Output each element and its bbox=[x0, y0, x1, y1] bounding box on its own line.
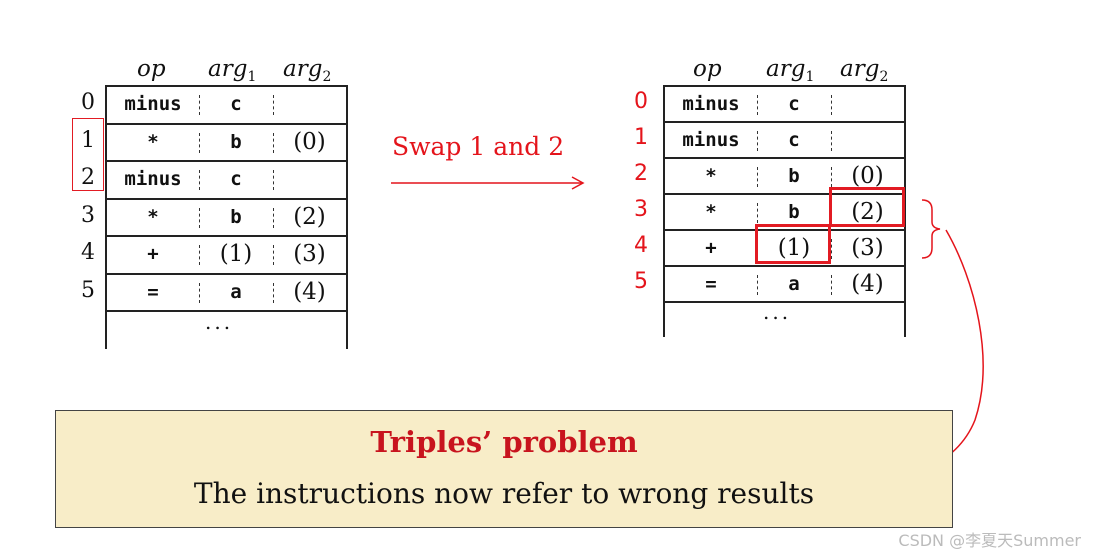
column-separator bbox=[757, 167, 758, 187]
column-separator bbox=[199, 282, 200, 303]
header-op: op bbox=[693, 56, 722, 82]
row-index: 3 bbox=[634, 197, 648, 222]
row-index: 0 bbox=[634, 89, 648, 114]
cell-arg2: (2) bbox=[851, 199, 884, 225]
table-row: minus c bbox=[665, 87, 904, 123]
cell-arg2: (4) bbox=[293, 278, 326, 305]
cell-arg1: b bbox=[788, 201, 800, 223]
cell-arg1: (1) bbox=[219, 241, 253, 267]
column-separator bbox=[273, 207, 274, 228]
table-row: minus c bbox=[665, 123, 904, 159]
cell-op: minus bbox=[682, 129, 740, 151]
cell-arg1: b bbox=[230, 205, 242, 228]
watermark: CSDN @李夏天Summer bbox=[898, 531, 1081, 550]
table-row: minus c bbox=[107, 87, 346, 125]
cell-arg1: c bbox=[230, 168, 242, 190]
table-row: = a (4) bbox=[665, 267, 904, 303]
cell-op: minus bbox=[682, 93, 740, 115]
left-grid: minus c * b (0) minus c * b (2) + (1) (3) = a (4) bbox=[105, 85, 348, 349]
cell-arg1: (1) bbox=[777, 235, 811, 261]
header-arg1: arg1 bbox=[766, 56, 815, 85]
row-index: 2 bbox=[81, 165, 95, 190]
column-separator bbox=[273, 282, 274, 303]
right-grid: minus c minus c * b (0) * b (2) + (1) (3) = a (4) bbox=[663, 85, 906, 337]
cell-op: minus bbox=[124, 93, 182, 115]
column-separator bbox=[757, 131, 758, 151]
cell-op: * bbox=[705, 165, 717, 187]
row-index: 3 bbox=[81, 202, 95, 228]
cell-arg1: c bbox=[788, 93, 800, 115]
column-separator bbox=[757, 203, 758, 223]
cell-arg2: (4) bbox=[851, 271, 884, 297]
table-row: + (1) (3) bbox=[107, 237, 346, 275]
cell-arg1: a bbox=[788, 273, 800, 295]
header-op: op bbox=[137, 56, 166, 82]
column-separator bbox=[831, 131, 832, 151]
row-index: 0 bbox=[81, 90, 95, 115]
right-brace bbox=[921, 199, 941, 259]
column-separator bbox=[757, 95, 758, 115]
cell-arg2: (3) bbox=[851, 235, 884, 261]
column-separator bbox=[273, 95, 274, 115]
wrong-ref-box-arg1-row4 bbox=[755, 224, 831, 264]
cell-arg1: b bbox=[230, 130, 242, 153]
cell-op: minus bbox=[124, 168, 182, 190]
table-row: * b (0) bbox=[665, 159, 904, 195]
header-arg1: arg1 bbox=[208, 56, 257, 85]
cell-arg2: (3) bbox=[293, 241, 326, 267]
row-index: 4 bbox=[634, 233, 648, 258]
table-row: + (1) (3) bbox=[665, 231, 904, 267]
row-index: 1 bbox=[634, 125, 648, 150]
column-separator bbox=[273, 132, 274, 153]
cell-op: * bbox=[705, 201, 717, 223]
cell-arg1: b bbox=[788, 165, 800, 187]
swap-arrow bbox=[391, 176, 585, 190]
column-separator bbox=[831, 275, 832, 295]
cell-op: = bbox=[705, 273, 717, 295]
column-separator bbox=[199, 132, 200, 153]
cell-op: * bbox=[147, 130, 159, 153]
cell-op: * bbox=[147, 205, 159, 228]
row-index: 2 bbox=[634, 161, 648, 186]
row-index: 4 bbox=[81, 240, 95, 265]
column-separator bbox=[199, 170, 200, 190]
cell-arg2: (2) bbox=[293, 203, 326, 230]
table-row: * b (2) bbox=[107, 200, 346, 237]
header-arg2: arg2 bbox=[283, 56, 332, 85]
cell-op: + bbox=[147, 243, 159, 265]
swap-label: Swap 1 and 2 bbox=[392, 132, 565, 161]
column-separator bbox=[273, 170, 274, 190]
cell-arg2: (0) bbox=[851, 163, 884, 189]
note-title: Triples’ problem bbox=[370, 425, 638, 459]
column-separator bbox=[831, 167, 832, 187]
column-separator bbox=[273, 245, 274, 265]
cell-op: = bbox=[147, 280, 159, 303]
column-separator bbox=[831, 239, 832, 259]
row-index: 5 bbox=[634, 269, 648, 294]
wrong-ref-box-arg2-row3 bbox=[829, 187, 905, 227]
column-separator bbox=[199, 207, 200, 228]
left-ellipsis: ... bbox=[205, 310, 234, 334]
triples-problem-note: Triples’ problem The instructions now re… bbox=[55, 410, 953, 528]
header-arg2: arg2 bbox=[840, 56, 889, 85]
cell-op: + bbox=[705, 237, 717, 259]
note-body: The instructions now refer to wrong resu… bbox=[193, 477, 815, 510]
cell-arg2: (0) bbox=[293, 128, 326, 155]
column-separator bbox=[757, 275, 758, 295]
table-row: * b (0) bbox=[107, 125, 346, 162]
table-row: * b (2) bbox=[665, 195, 904, 231]
table-row: = a (4) bbox=[107, 275, 346, 312]
column-separator bbox=[831, 95, 832, 115]
left-swap-highlight bbox=[72, 118, 104, 191]
table-row: minus c bbox=[107, 162, 346, 200]
row-index: 5 bbox=[81, 277, 95, 303]
column-separator bbox=[199, 95, 200, 115]
right-ellipsis: ... bbox=[763, 300, 792, 324]
cell-arg1: c bbox=[788, 129, 800, 151]
column-separator bbox=[199, 245, 200, 265]
cell-arg1: a bbox=[230, 280, 242, 303]
row-index: 1 bbox=[81, 127, 95, 153]
cell-arg1: c bbox=[230, 93, 242, 115]
